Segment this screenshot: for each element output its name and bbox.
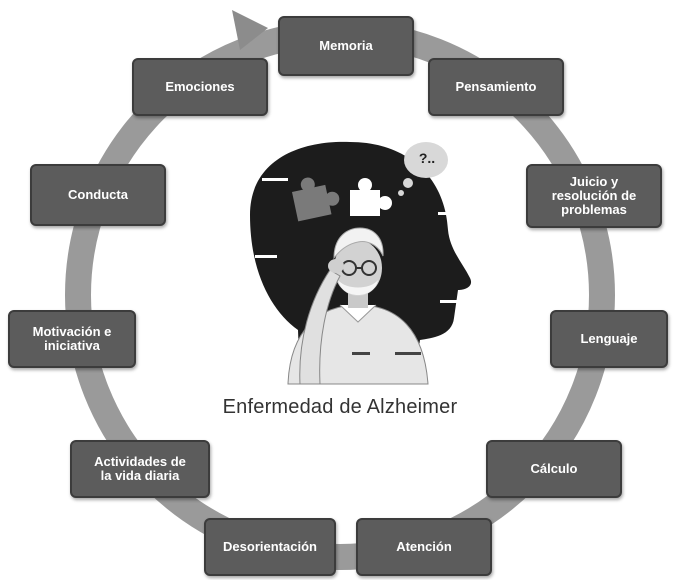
node-memoria: Memoria <box>278 16 414 76</box>
cycle-arrowhead <box>232 10 268 50</box>
node-label: Lenguaje <box>580 330 638 346</box>
node-calculo: Cálculo <box>486 440 622 498</box>
node-juicio: Juicio y resolución de problemas <box>526 164 662 228</box>
node-motivacion: Motivación e iniciativa <box>8 310 136 368</box>
node-atencion: Atención <box>356 518 492 576</box>
puzzle-piece-grey-icon <box>292 177 340 222</box>
thought-bubble-text: ?.. <box>418 150 436 166</box>
node-desorientacion: Desorientación <box>204 518 336 576</box>
node-label: Memoria <box>319 37 373 53</box>
thought-bubble-icon <box>398 142 448 196</box>
node-label: Atención <box>396 538 452 554</box>
node-label: Conducta <box>68 186 128 202</box>
node-label: Emociones <box>165 78 235 94</box>
node-actividades: Actividades de la vida diaria <box>70 440 210 498</box>
node-label: Juicio y resolución de problemas <box>551 173 637 218</box>
node-label: Motivación e iniciativa <box>32 323 112 353</box>
node-pensamiento: Pensamiento <box>428 58 564 116</box>
elderly-man-figure <box>287 227 429 385</box>
puzzle-piece-white-icon <box>350 178 392 216</box>
diagram-title: Enfermedad de Alzheimer <box>222 396 458 418</box>
node-label: Cálculo <box>530 460 578 476</box>
node-label: Desorientación <box>223 538 317 554</box>
node-emociones: Emociones <box>132 58 268 116</box>
node-label: Actividades de la vida diaria <box>94 453 186 483</box>
node-conducta: Conducta <box>30 164 166 226</box>
node-label: Pensamiento <box>455 78 537 94</box>
node-lenguaje: Lenguaje <box>550 310 668 368</box>
